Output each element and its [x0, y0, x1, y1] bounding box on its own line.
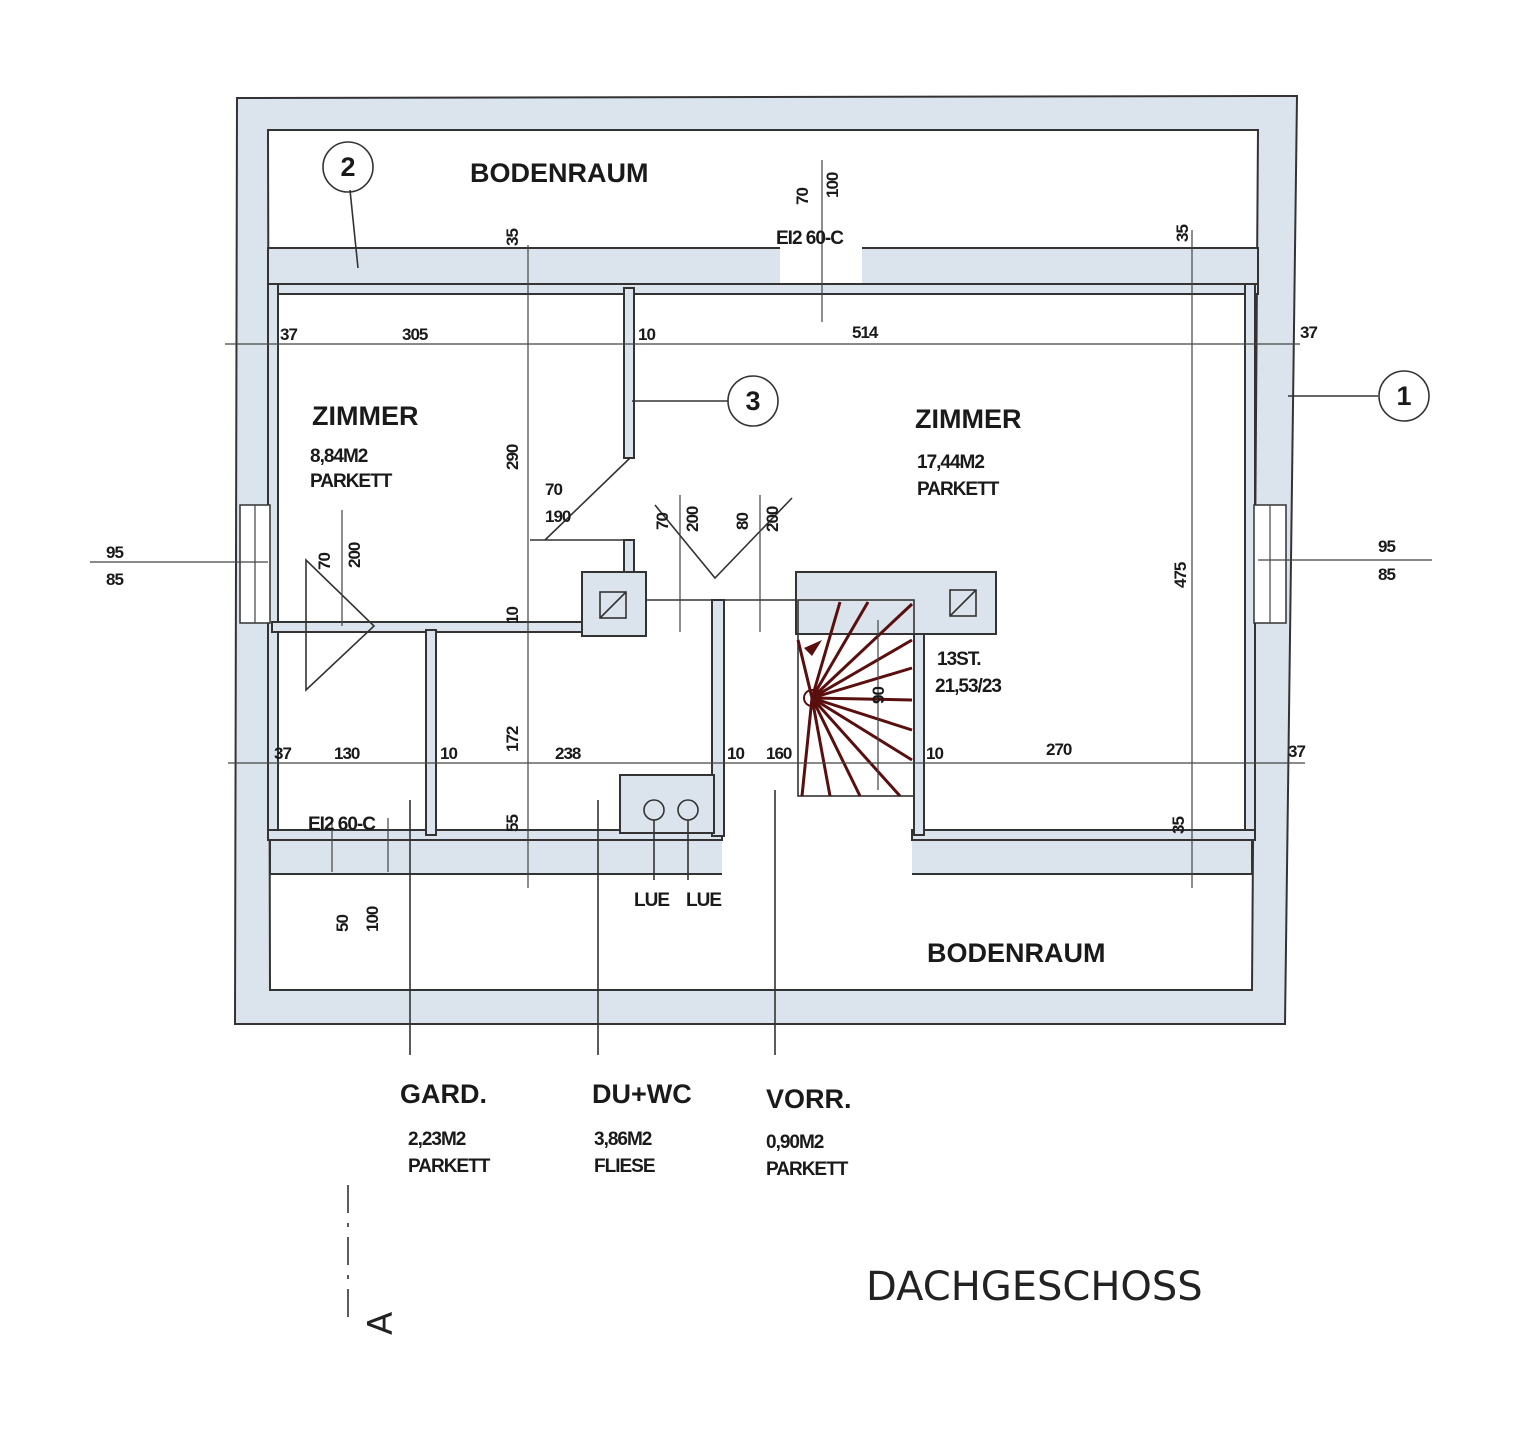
room-floor: PARKETT: [310, 471, 393, 492]
svg-text:200: 200: [763, 506, 782, 532]
fire-door-label: EI2 60-C: [308, 814, 376, 835]
svg-text:35: 35: [1169, 817, 1188, 834]
stair-rise-run: 21,53/23: [935, 676, 1001, 697]
svg-text:80: 80: [733, 513, 752, 530]
svg-text:10: 10: [503, 607, 522, 624]
svg-text:85: 85: [1378, 565, 1395, 584]
svg-text:160: 160: [766, 744, 792, 763]
marker-1: 1: [1378, 370, 1430, 422]
svg-text:85: 85: [106, 570, 123, 589]
svg-text:37: 37: [274, 744, 291, 763]
room-name: ZIMMER: [915, 404, 1021, 434]
svg-text:35: 35: [503, 229, 522, 246]
marker-3: 3: [727, 375, 779, 427]
svg-text:70: 70: [653, 513, 672, 530]
svg-text:172: 172: [503, 726, 522, 752]
flue-left-icon: [599, 591, 627, 619]
svg-text:10: 10: [440, 744, 457, 763]
svg-text:2: 2: [340, 152, 355, 182]
svg-text:55: 55: [503, 815, 522, 832]
room-name: ZIMMER: [312, 401, 418, 431]
chimney-left: [581, 571, 647, 637]
wall-stair-right: [913, 619, 925, 836]
svg-text:200: 200: [683, 506, 702, 532]
room-area: 17,44M2: [917, 452, 984, 473]
door-swing-left-room: [305, 558, 376, 692]
section-marker: A: [361, 1312, 401, 1335]
room-name: DU+WC: [592, 1079, 692, 1109]
partition-3: [623, 287, 635, 459]
svg-text:10: 10: [727, 744, 744, 763]
wall-wardrobe: [425, 629, 437, 836]
svg-text:100: 100: [823, 172, 842, 198]
drawing-title: DACHGESCHOSS: [866, 1264, 1203, 1310]
svg-text:130: 130: [334, 744, 360, 763]
door-swing-double: [654, 497, 793, 580]
room-floor: PARKETT: [917, 479, 1000, 500]
svg-text:514: 514: [852, 323, 879, 342]
svg-text:290: 290: [503, 444, 522, 470]
partition-3b: [623, 539, 635, 577]
door-swing-closet: [530, 457, 631, 541]
room-name: VORR.: [766, 1084, 852, 1114]
svg-text:70: 70: [793, 188, 812, 205]
svg-text:200: 200: [345, 542, 364, 568]
svg-text:475: 475: [1171, 562, 1190, 588]
room-area: 0,90M2: [766, 1132, 824, 1153]
svg-text:10: 10: [638, 325, 655, 344]
room-floor: FLIESE: [594, 1156, 655, 1177]
flue-right-icon: [949, 589, 977, 617]
knee-wall-top: [267, 247, 1259, 289]
svg-text:70: 70: [315, 553, 334, 570]
svg-text:70: 70: [545, 480, 562, 499]
svg-text:10: 10: [926, 744, 943, 763]
vent-shaft: [619, 774, 715, 834]
room-name: GARD.: [400, 1079, 487, 1109]
svg-text:1: 1: [1396, 381, 1411, 411]
svg-text:37: 37: [1288, 742, 1305, 761]
svg-text:305: 305: [402, 325, 428, 344]
svg-text:35: 35: [1173, 225, 1192, 242]
stair-steps: 13ST.: [937, 649, 981, 670]
room-area: 2,23M2: [408, 1129, 466, 1150]
dimension-labels: 37 305 10 514 37 37 130 10 238 10 160 10…: [106, 172, 1396, 932]
svg-text:270: 270: [1046, 740, 1072, 759]
room-area: 8,84M2: [310, 446, 368, 467]
vent-label: LUE: [634, 890, 669, 911]
vent-label: LUE: [686, 890, 721, 911]
fire-door-label: EI2 60-C: [776, 228, 844, 249]
svg-text:190: 190: [545, 507, 571, 526]
room-floor: PARKETT: [408, 1156, 491, 1177]
svg-text:37: 37: [280, 325, 297, 344]
svg-text:50: 50: [333, 915, 352, 932]
wall-bottom-right: [911, 829, 1256, 841]
svg-text:238: 238: [555, 744, 581, 763]
svg-text:37: 37: [1300, 323, 1317, 342]
spiral-stair: [796, 599, 915, 798]
dimension-lines: [90, 160, 1432, 888]
marker-2: 2: [322, 141, 374, 193]
svg-text:3: 3: [745, 386, 760, 416]
svg-text:90: 90: [869, 687, 888, 704]
svg-text:95: 95: [106, 543, 123, 562]
room-floor: PARKETT: [766, 1159, 849, 1180]
room-name: BODENRAUM: [470, 158, 649, 188]
room-name: BODENRAUM: [927, 938, 1106, 968]
svg-text:95: 95: [1378, 537, 1395, 556]
wall-top: [267, 283, 1259, 295]
room-area: 3,86M2: [594, 1129, 652, 1150]
door-opening-top: [780, 246, 862, 290]
svg-text:100: 100: [363, 906, 382, 932]
outer-wall: [233, 94, 1299, 1025]
stair-opening-bottom: [722, 836, 912, 876]
chimney-right: [795, 571, 997, 635]
leader-lines: [347, 189, 1378, 1320]
